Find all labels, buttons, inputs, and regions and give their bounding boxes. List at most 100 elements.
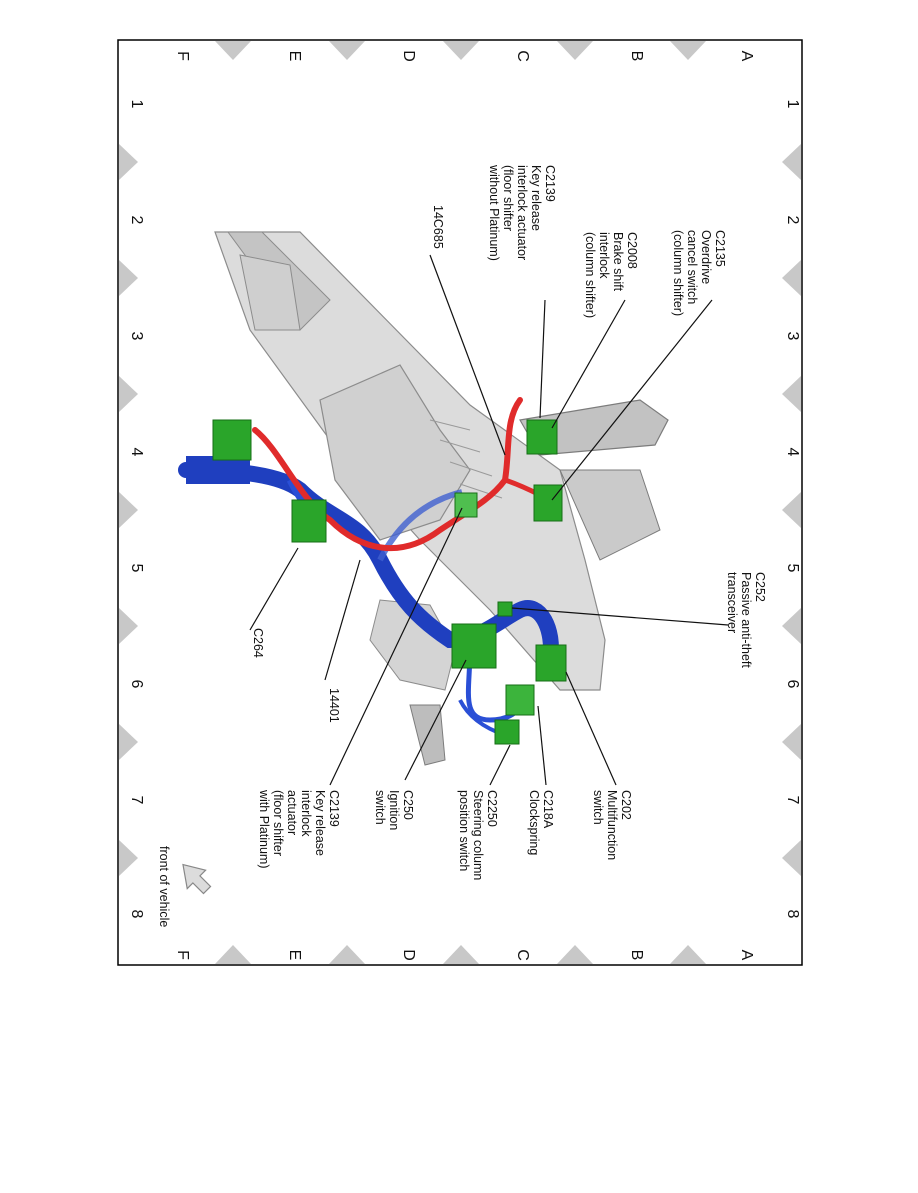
- grid-marker-left: [119, 260, 138, 296]
- leader-c252: [511, 607, 729, 626]
- grid-col-label-left: 3: [128, 332, 145, 341]
- callout-id: C2139: [543, 165, 557, 202]
- grid-marker-top: [215, 41, 251, 60]
- callout-description-line: (column shifter): [583, 232, 597, 318]
- callout-c264: C264: [251, 628, 265, 658]
- connector-c218a: [505, 684, 535, 716]
- callout-p14401: 14401: [327, 688, 341, 723]
- grid-marker-top: [670, 41, 706, 60]
- column-ribs: [429, 419, 503, 499]
- callout-description-line: Overdrive: [699, 230, 713, 284]
- grid-markers: [119, 41, 801, 964]
- grid-marker-bottom: [329, 945, 365, 964]
- callout-description-line: (floor shifter: [271, 790, 285, 856]
- grid-col-label-left: 8: [128, 910, 145, 919]
- grid-marker-right: [782, 376, 801, 412]
- connector-c2135: [533, 484, 563, 522]
- callout-description-line: switch: [373, 790, 387, 825]
- callout-id: C250: [401, 790, 415, 820]
- grid-col-label-left: 5: [128, 564, 145, 573]
- leader-c2008: [551, 299, 626, 429]
- grid-marker-top: [557, 41, 593, 60]
- grid-marker-bottom: [557, 945, 593, 964]
- grid-marker-bottom: [215, 945, 251, 964]
- leader-c218a: [537, 705, 547, 786]
- connector-c2139-with-platinum: [454, 492, 478, 518]
- callout-id: C218A: [541, 790, 555, 829]
- grid-marker-right: [782, 724, 801, 760]
- grid-marker-right: [782, 840, 801, 876]
- callout-description-line: Key release: [313, 790, 327, 856]
- callout-description-line: Passive anti-theft: [739, 572, 753, 668]
- grid-col-label-left: 1: [128, 100, 145, 109]
- grid-col-label-right: 2: [784, 216, 801, 225]
- grid-marker-top: [329, 41, 365, 60]
- leader-c2139-top: [539, 299, 546, 419]
- leader-c2139-bottom: [329, 507, 463, 786]
- grid-col-label-right: 6: [784, 680, 801, 689]
- grid-row-label-top: B: [628, 51, 645, 62]
- grid-col-label-left: 7: [128, 796, 145, 805]
- grid-col-label-right: 7: [784, 796, 801, 805]
- callout-id: C2008: [625, 232, 639, 269]
- grid-marker-left: [119, 840, 138, 876]
- callout-description-line: cancel switch: [685, 230, 699, 304]
- callout-id: C264: [251, 628, 265, 658]
- grid-col-label-left: 6: [128, 680, 145, 689]
- callout-description-line: without Platinum): [487, 164, 501, 261]
- grid-col-label-right: 1: [784, 100, 801, 109]
- callout-p14c685: 14C685: [431, 205, 445, 249]
- grid-row-label-top: A: [738, 51, 755, 62]
- leader-lines: [249, 254, 729, 786]
- leader-c202: [565, 671, 617, 786]
- grid-col-label-right: 3: [784, 332, 801, 341]
- grid-row-label-top: C: [514, 50, 531, 62]
- callout-description-line: interlock actuator: [515, 165, 529, 260]
- connector-c202: [535, 644, 567, 682]
- connector-c2008: [526, 419, 558, 455]
- grid-marker-right: [782, 144, 801, 180]
- front-of-vehicle-label: front of vehicle: [157, 846, 171, 927]
- callout-description-line: Clockspring: [527, 790, 541, 855]
- grid-marker-left: [119, 492, 138, 528]
- callout-id: 14C685: [431, 205, 445, 249]
- grid-row-label-top: D: [400, 50, 417, 62]
- leader-c2135: [551, 299, 713, 501]
- callout-id: C252: [753, 572, 767, 602]
- callout-description-line: with Platinum): [257, 789, 271, 869]
- connector-c2250: [494, 719, 520, 745]
- grid-row-label-bottom: A: [738, 950, 755, 961]
- grid-col-label-right: 4: [784, 448, 801, 457]
- leader-c264: [249, 547, 299, 631]
- connector-c264: [291, 499, 327, 543]
- grid-marker-left: [119, 144, 138, 180]
- callout-id: C2135: [713, 230, 727, 267]
- shroud-lower: [559, 469, 661, 561]
- callout-id: 14401: [327, 688, 341, 723]
- grid-marker-right: [782, 608, 801, 644]
- callout-id: C2139: [327, 790, 341, 827]
- callout-description-line: switch: [591, 790, 605, 825]
- callout-description-line: Key release: [529, 165, 543, 231]
- grid-marker-right: [782, 492, 801, 528]
- callout-description-line: interlock: [597, 232, 611, 279]
- arrow-icon: [182, 863, 212, 895]
- grid-marker-right: [782, 260, 801, 296]
- leader-14c685: [429, 254, 506, 456]
- grid-col-label-left: 2: [128, 216, 145, 225]
- grid-row-label-bottom: F: [174, 950, 191, 960]
- front-of-vehicle-indicator: front of vehicle: [157, 846, 212, 927]
- callout-description-line: Ignition: [387, 790, 401, 830]
- steering-column-illustration: [214, 231, 669, 766]
- connectors: [212, 419, 567, 745]
